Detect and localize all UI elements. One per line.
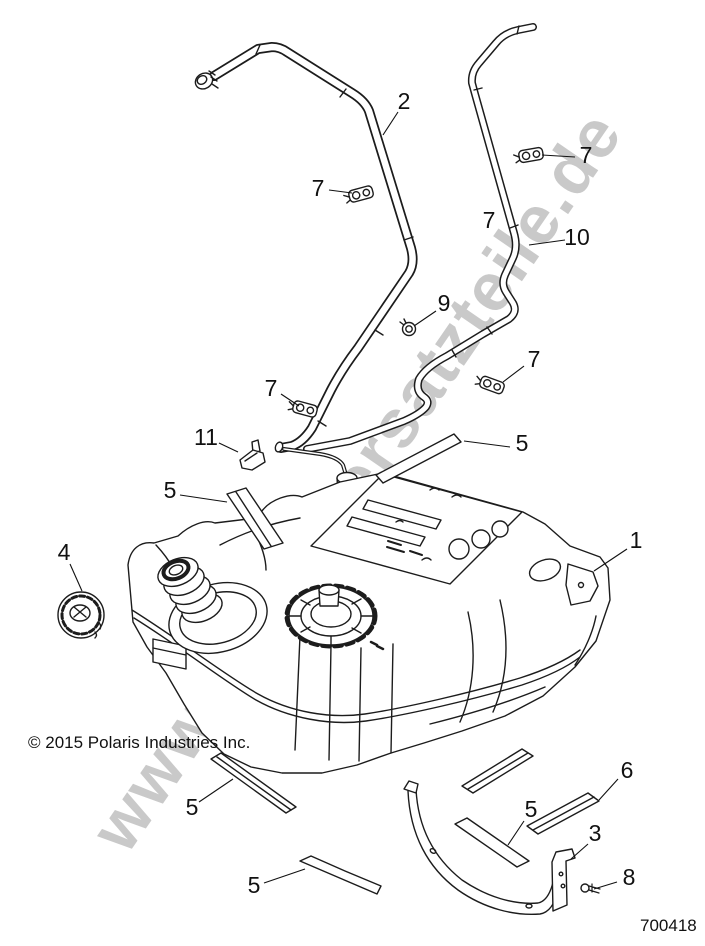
callout-label-5b: 5 — [516, 430, 529, 456]
vent-hose-part2 — [194, 42, 418, 453]
callout-label-5a: 5 — [164, 477, 177, 503]
callout-label-7e: 7 — [265, 375, 278, 401]
callout-label-10: 10 — [564, 224, 590, 250]
hose-clamp-part9 — [399, 318, 417, 337]
callout-label-5c: 5 — [186, 794, 199, 820]
callout-label-6: 6 — [621, 757, 634, 783]
callout-label-7b: 7 — [580, 142, 593, 168]
callout-label-4: 4 — [58, 539, 71, 565]
callout-label-7d: 7 — [528, 346, 541, 372]
drawing-part-number: 700418 — [640, 916, 697, 935]
tank-strap-part3 — [403, 780, 576, 916]
callout-label-2: 2 — [398, 88, 411, 114]
callout-label-7c: 7 — [483, 207, 496, 233]
screw-part8 — [580, 883, 601, 894]
callout-leader-lines — [69, 111, 628, 890]
callout-label-3: 3 — [589, 820, 602, 846]
mount-bracket-part11 — [239, 439, 266, 471]
tank-top-plate — [310, 473, 523, 585]
callout-label-5e: 5 — [525, 796, 538, 822]
callout-labels: 2 7 7 7 10 9 7 7 11 5 5 1 4 5 5 5 6 3 8 — [58, 88, 643, 898]
tank-mount-flange — [528, 558, 599, 606]
callout-label-5d: 5 — [248, 872, 261, 898]
copyright-notice: © 2015 Polaris Industries Inc. — [28, 733, 250, 752]
foam-strips — [210, 433, 600, 895]
callout-label-1: 1 — [630, 527, 643, 553]
fuel-cap-part4 — [57, 591, 105, 639]
callout-label-9: 9 — [438, 290, 451, 316]
diagram-line-art — [57, 23, 611, 916]
callout-label-11: 11 — [194, 424, 218, 450]
fuel-pump-assembly — [284, 583, 385, 651]
fuel-tank-part1 — [127, 472, 611, 774]
hose-end-fitting — [194, 70, 219, 90]
filler-neck — [157, 556, 268, 654]
callout-label-7a: 7 — [312, 175, 325, 201]
callout-label-8: 8 — [623, 864, 636, 890]
